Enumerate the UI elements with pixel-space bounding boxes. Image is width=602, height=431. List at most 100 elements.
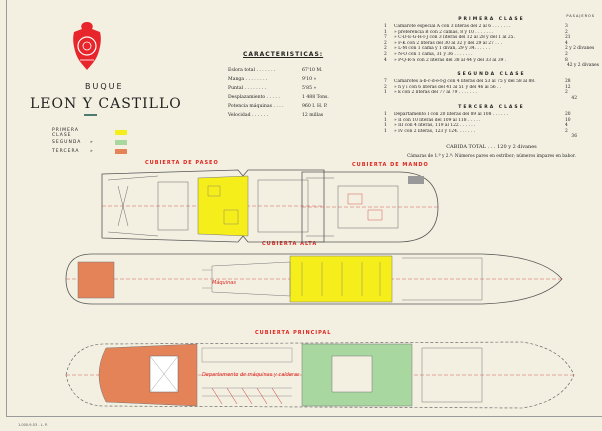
deck-label-mando: CUBIERTA DE MANDO xyxy=(352,162,429,168)
cabin-n: 1 xyxy=(384,24,387,29)
cabin-value: 2 y 2 divanes xyxy=(565,46,595,52)
cabin-text: » P-Q-R-S con 2 literas del 38 al 44 y d… xyxy=(394,57,507,63)
deck-label-alta: CUBIERTA ALTA xyxy=(262,241,318,247)
char-row: Desplazamiento . . . . . 1 488 Tons. xyxy=(228,95,329,104)
legend-label: SEGUNDA xyxy=(52,139,82,145)
cabin-n: 1 xyxy=(384,111,387,117)
cabin-row: 2 » N-O con 1 cama, 31 y 36 . . . . . . .… xyxy=(384,52,599,58)
cabin-row: 7 Camarotes a-b-c-d-e-f-g con 4 literas d… xyxy=(384,79,599,85)
cabin-n: 1 xyxy=(384,128,387,134)
cabin-row: 2 » F-K con 2 literas del 30 al 32 y del … xyxy=(384,41,599,47)
deck-label-paseo: CUBIERTA DE PASEO xyxy=(145,160,219,166)
char-value: 12 millas xyxy=(302,113,324,118)
legend-ditto: » xyxy=(90,149,94,155)
cabin-row: 2 » h y i con 6 literas del 41 al 51 y de… xyxy=(384,85,599,91)
cabin-row: 2 » L-M con 1 cama y 1 diván, 29 y 34. . … xyxy=(384,46,599,52)
deck-plan-mando xyxy=(301,171,439,243)
ship-name: LEON Y CASTILLO xyxy=(30,96,182,112)
cabin-row: 1» II con 10 literas del 109 al 118 . . … xyxy=(384,118,599,124)
machinery-label: Departamento de máquinas y calderas xyxy=(202,371,300,378)
legend-label: PRIMERA CLASE xyxy=(52,127,79,138)
cabin-text: » C-D-E-G-H-I-J con 3 literas del 12 al … xyxy=(394,35,515,41)
cabin-text: » N-O con 1 cama, 31 y 36 . . . . . . . xyxy=(394,51,473,57)
char-row: Potencia máquinas . . . . 960 I. H. P. xyxy=(228,104,329,113)
segunda-rows: 7 Camarotes a-b-c-d-e-f-g con 4 literas d… xyxy=(384,79,599,96)
cabin-value: 2 xyxy=(565,51,568,57)
legend-tercera: TERCERA» xyxy=(52,147,127,157)
cabin-n: 2 xyxy=(384,51,387,57)
char-value: 1 488 Tons. xyxy=(302,95,329,100)
deck-plan-alta: Máquinas xyxy=(65,253,563,305)
char-row: Eslora total . . . . . . .67'10 M. xyxy=(228,68,329,77)
char-value: 960 I. H. P. xyxy=(302,104,328,109)
cabin-value: 2 xyxy=(565,90,568,96)
deck-plan-paseo xyxy=(101,169,325,243)
tercera-area xyxy=(98,343,198,407)
char-value: 9'10 » xyxy=(302,77,317,82)
cabin-value: 4 xyxy=(565,123,568,129)
char-row: Manga . . . . . . . . 9'10 » xyxy=(228,77,329,86)
tercera-title: TERCERA CLASE xyxy=(458,104,525,110)
cabin-n: 1 xyxy=(384,123,387,129)
cabin-row: 1 » IV con 2 literas, 123 y 124. . . . . … xyxy=(384,129,599,135)
cabin-text: Camarotes a-b-c-d-e-f-g con 4 literas de… xyxy=(394,79,536,85)
cabin-n: 2 xyxy=(384,84,387,90)
cabin-row: 1 » III con 4 literas, 119 al 122 . . . .… xyxy=(384,123,599,129)
legend-ditto: » xyxy=(90,139,94,145)
characteristics-title: CARACTERISTICAS: xyxy=(243,51,324,58)
cabin-n: 2 xyxy=(384,40,387,46)
char-row: Puntal . . . . . . . . 5'85 » xyxy=(228,86,329,95)
cabin-numbering-note: Cámaras de 1.ª y 2.ª: Números pares en e… xyxy=(407,154,576,160)
cabin-text: » h y i con 6 literas del 41 al 51 y del… xyxy=(394,84,502,90)
char-value: 67'10 M. xyxy=(302,68,323,73)
cabin-text: » L-M con 1 cama y 1 diván, 29 y 34. . .… xyxy=(394,46,490,52)
cabin-value: 8 xyxy=(565,57,568,63)
cabin-n: 1 xyxy=(384,90,387,96)
cabin-text: » preferencia B con 2 camas, 8 y 10 . . … xyxy=(394,29,494,35)
cabin-text: » k con 2 literas del 77 al 79 . . . . .… xyxy=(394,90,477,96)
char-key: Potencia máquinas . . . . xyxy=(228,104,284,109)
char-key: Puntal . . . . . . . . xyxy=(228,86,267,91)
tercera-rows: 1 Departamento I con 20 literas del 89 al… xyxy=(384,112,599,134)
characteristics-table: Eslora total . . . . . . .67'10 M. Manga… xyxy=(228,68,329,122)
page-frame xyxy=(6,0,602,417)
cabin-row: 1 Camarote especial A con 3 literas del 2… xyxy=(384,24,599,30)
maquinas-label: Máquinas xyxy=(212,279,236,286)
primera-rows: 1 Camarote especial A con 3 literas del 2… xyxy=(384,24,599,63)
primera-area xyxy=(289,255,393,303)
segunda-total: 42 xyxy=(571,95,577,101)
cabin-text: » IV con 2 literas, 123 y 124. . . . . .… xyxy=(394,128,476,134)
cabin-value: 21 xyxy=(565,35,571,41)
cabin-row: 7 » C-D-E-G-H-I-J con 3 literas del 12 al… xyxy=(384,35,599,41)
cabin-row: 4 » P-Q-R-S con 2 literas del 38 al 44 y … xyxy=(384,58,599,64)
cabin-n: 1 xyxy=(384,117,387,123)
char-row: Velocidad . . . . . .12 millas xyxy=(228,113,329,122)
passengers-header: PASAJEROS xyxy=(566,14,595,18)
char-key: Desplazamiento . . . . . xyxy=(228,95,280,100)
cabin-text: Camarote especial A con 3 literas del 2 … xyxy=(394,24,511,29)
cabin-value: 4 xyxy=(565,40,568,46)
cabin-text: » III con 4 literas, 119 al 122 . . . . … xyxy=(394,123,476,129)
cabin-n: 7 xyxy=(384,79,387,85)
char-value: 5'85 » xyxy=(302,86,317,91)
cabin-n: 7 xyxy=(384,35,387,41)
legend-swatch-yellow xyxy=(115,130,127,136)
coat-of-arms-logo xyxy=(73,22,101,70)
cabida-total: CABIDA TOTAL . . . 120 y 2 divanes xyxy=(446,144,537,151)
tercera-total: 36 xyxy=(571,134,577,140)
cabin-text: » F-K con 2 literas del 30 al 32 y del 2… xyxy=(394,40,503,46)
cabin-value: 2 xyxy=(565,29,568,35)
char-key: Manga . . . . . . . . xyxy=(228,77,268,82)
legend-swatch-orange xyxy=(115,149,127,155)
segunda-title: SEGUNDA CLASE xyxy=(457,72,526,78)
cabin-n: 4 xyxy=(384,57,387,63)
ship-subtitle: BUQUE xyxy=(85,82,124,91)
print-code: 1.000-9-53 - L. P. xyxy=(18,423,48,427)
title-divider xyxy=(84,114,97,116)
tercera-area xyxy=(77,261,115,299)
cabin-text: Departamento I con 20 literas del 89 al … xyxy=(394,111,509,117)
cabin-n: 2 xyxy=(384,46,387,52)
cabin-value: 20 xyxy=(565,111,571,117)
legend-swatch-green xyxy=(115,139,127,145)
